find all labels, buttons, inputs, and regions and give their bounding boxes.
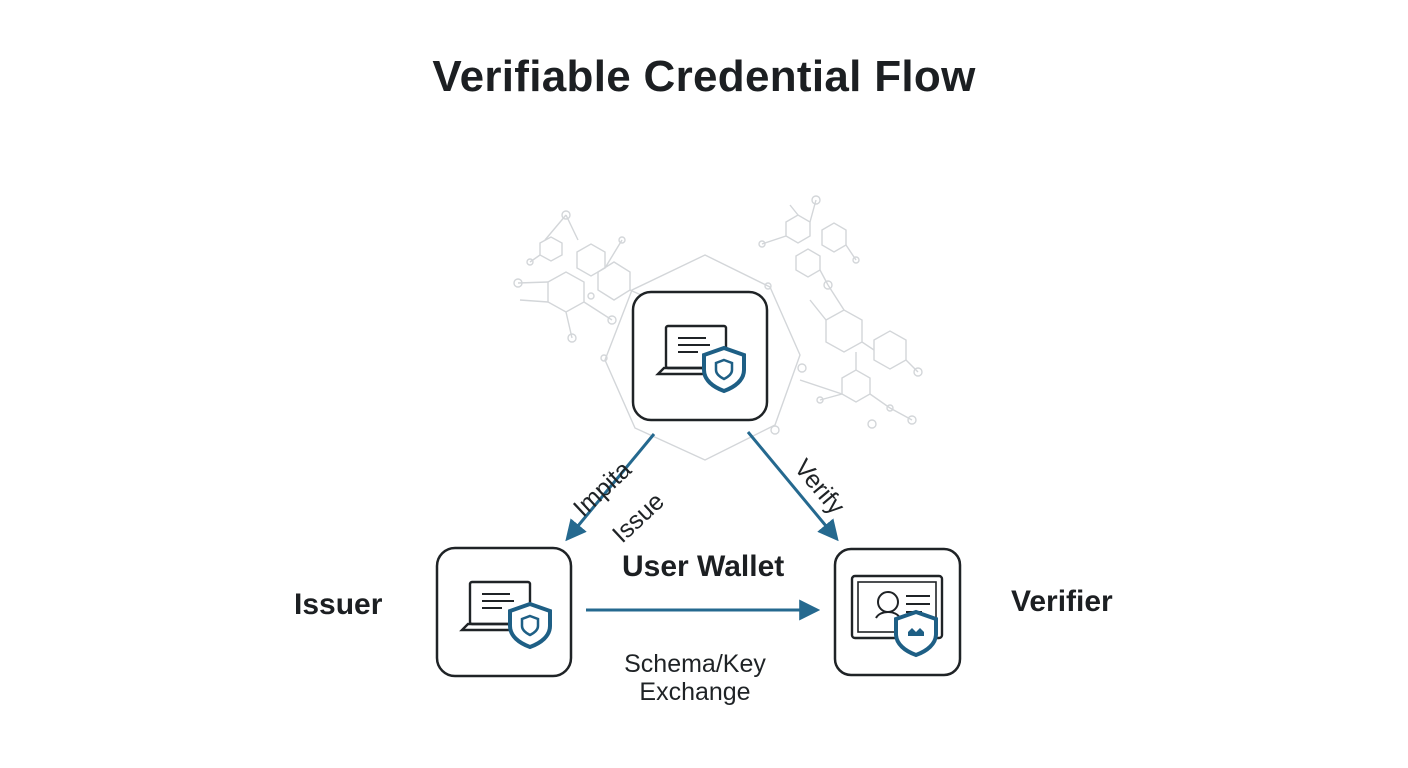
- issuer-label: Issuer: [294, 588, 383, 621]
- issuer-node[interactable]: [435, 546, 573, 678]
- user-wallet-label: User Wallet: [622, 550, 785, 583]
- laptop-shield-icon: [655, 324, 746, 394]
- arrow-top-to-verifier: [746, 431, 839, 542]
- network-decoration: [513, 195, 923, 461]
- certificate-shield-icon: [850, 574, 944, 658]
- verifier-label: Verifier: [1011, 585, 1113, 618]
- laptop-shield-icon: [459, 580, 552, 650]
- exchange-line-1: Schema/Key: [624, 650, 766, 678]
- diagram-title: Verifiable Credential Flow: [432, 52, 976, 101]
- verifier-node[interactable]: [833, 547, 962, 677]
- arrow-top-to-issuer: [565, 433, 656, 542]
- edge-label-schema-key-exchange: Schema/Key Exchange: [600, 650, 790, 706]
- top-node: [631, 290, 769, 422]
- exchange-line-2: Exchange: [639, 678, 751, 706]
